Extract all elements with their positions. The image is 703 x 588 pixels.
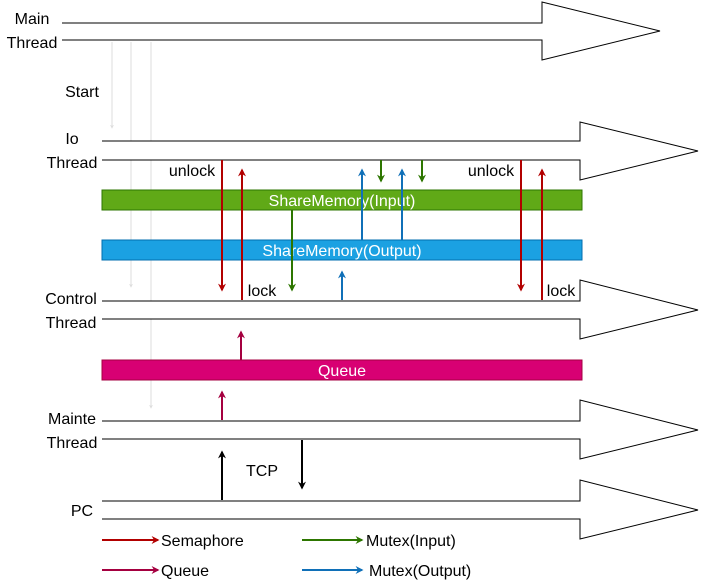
io-thread-label-line1: Io	[65, 131, 78, 148]
queue-bar-label: Queue	[318, 363, 366, 380]
lock-label-left: lock	[248, 283, 277, 300]
legend-mutex-output-label: Mutex(Output)	[369, 563, 471, 580]
lock-label-right: lock	[547, 283, 576, 300]
pc-arrow	[102, 479, 699, 540]
start-label: Start	[65, 84, 99, 101]
share-memory-output-label: ShareMemory(Output)	[262, 243, 421, 260]
mainte-thread-label-line1: Mainte	[48, 411, 96, 428]
tcp-label: TCP	[246, 463, 278, 480]
queue-bar	[101, 359, 583, 381]
main-thread-arrow	[62, 1, 661, 61]
io-thread-arrow	[102, 121, 699, 181]
control-thread-arrow	[102, 279, 699, 340]
legend-queue-label: Queue	[161, 563, 209, 580]
main-thread-label-line2: Thread	[7, 35, 58, 52]
legend-mutex-input-label: Mutex(Input)	[366, 533, 456, 550]
mainte-thread-label-line2: Thread	[47, 435, 98, 452]
mainte-thread-arrow	[102, 399, 699, 460]
control-thread-label-line2: Thread	[46, 315, 97, 332]
pc-label: PC	[71, 503, 93, 520]
io-thread-label-line2: Thread	[47, 155, 98, 172]
legend-semaphore-label: Semaphore	[161, 533, 244, 550]
unlock-label-right: unlock	[468, 163, 515, 180]
main-thread-label-line1: Main	[15, 11, 50, 28]
share-memory-input-label: ShareMemory(Input)	[269, 193, 416, 210]
control-thread-label-line1: Control	[45, 291, 97, 308]
unlock-label-left: unlock	[169, 163, 216, 180]
